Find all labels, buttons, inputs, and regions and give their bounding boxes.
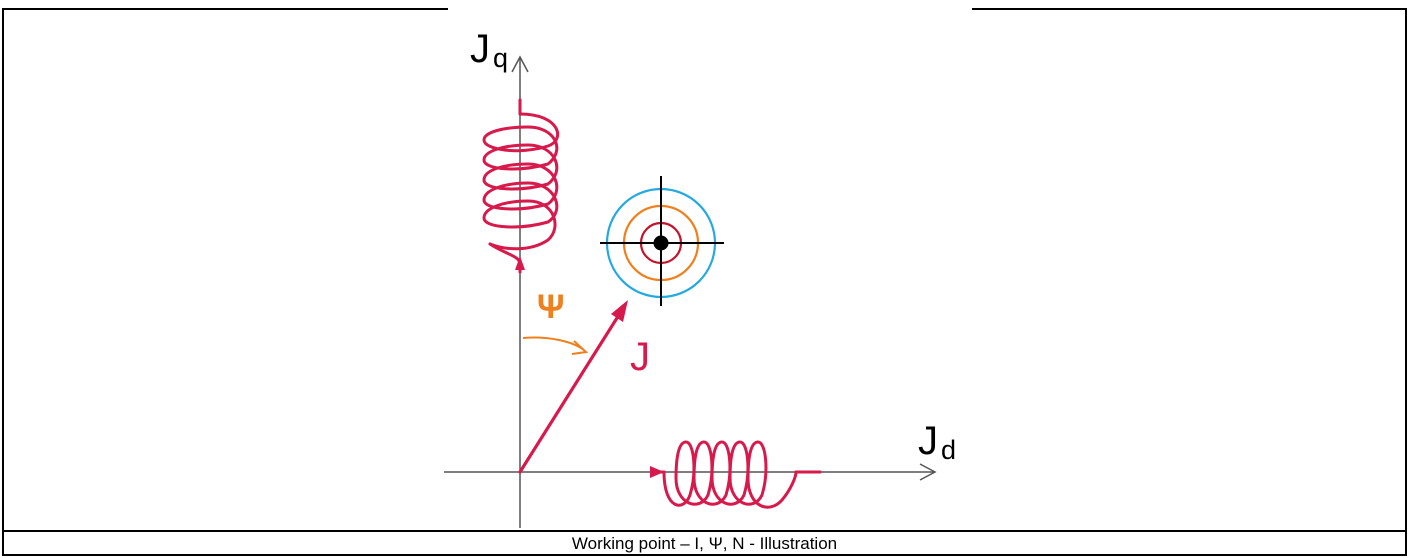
- d-axis-label-sub: d: [941, 435, 956, 465]
- q-axis-label-main: J: [470, 27, 490, 71]
- d-axis-label-main: J: [918, 419, 938, 463]
- d-coil-arrowhead: [650, 466, 664, 478]
- angle-arc: [522, 336, 589, 355]
- q-coil-winding: [482, 112, 559, 251]
- working-point-dot: [653, 235, 669, 251]
- vector-label: J: [630, 335, 650, 379]
- current-vector-line: [518, 308, 624, 474]
- caption-divider: [4, 530, 1405, 532]
- q-axis-label-sub: q: [493, 43, 508, 73]
- figure-top-margin: [448, 6, 972, 12]
- d-axis: [444, 463, 937, 481]
- current-vector: [518, 300, 628, 474]
- angle-label: Ψ: [537, 288, 565, 326]
- d-coil-winding: [662, 440, 798, 509]
- current-vector-arrowhead: [611, 300, 628, 322]
- q-axis-arrowhead: [511, 55, 529, 73]
- q-inductor-icon: [482, 98, 559, 274]
- q-axis: [511, 55, 529, 528]
- angle-arc-path: [522, 336, 585, 351]
- q-coil-arrowhead: [515, 256, 525, 270]
- figure-caption: Working point – I, Ψ, N - Illustration: [571, 534, 838, 553]
- d-axis-arrowhead: [919, 463, 937, 481]
- angle-arc-arrowhead: [571, 340, 589, 355]
- d-inductor-icon: [650, 440, 822, 509]
- working-point-icon: [600, 176, 724, 306]
